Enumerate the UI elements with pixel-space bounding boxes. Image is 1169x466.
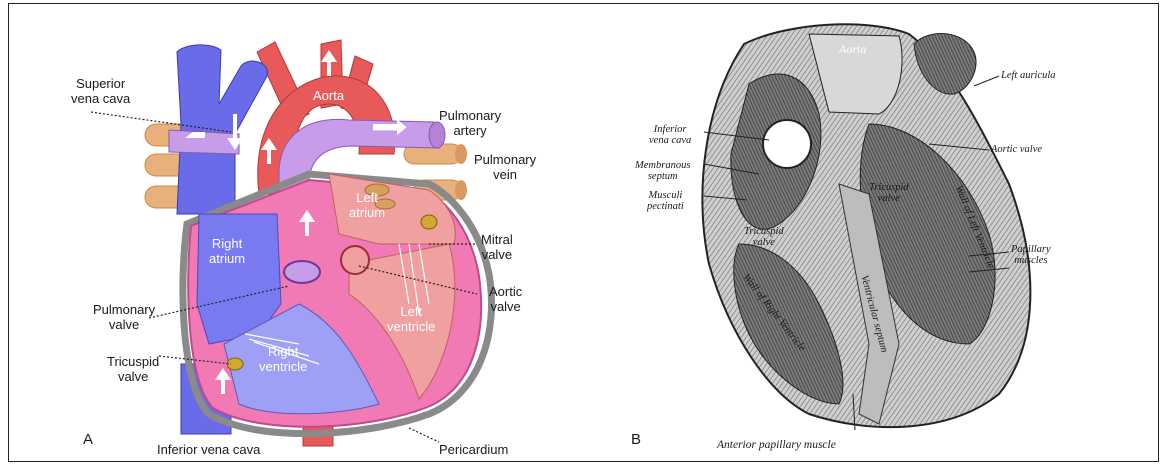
label-left-ventricle: Left ventricle: [387, 304, 435, 334]
label-pulmonary-artery: Pulmonary artery: [439, 108, 501, 138]
aortic-arch: [257, 40, 395, 194]
engraving-label-papillary-muscles: Papillary muscles: [1011, 244, 1051, 266]
label-tricuspid-valve: Tricuspid valve: [107, 354, 159, 384]
label-right-atrium: Right atrium: [209, 236, 245, 266]
heart-engraving-svg: [569, 4, 1160, 463]
label-inferior-vena-cava: Inferior vena cava: [157, 442, 260, 457]
engraving-label-aorta: Aorta: [839, 44, 866, 55]
engraving-label-anterior-papillary-muscle: Anterior papillary muscle: [717, 440, 836, 451]
engraving-label-aortic-valve: Aortic valve: [991, 144, 1042, 155]
engraving-label-tricuspid-valve-2: Tricuspid valve: [869, 182, 909, 204]
engraving-label-membranous-septum: Membranous septum: [635, 160, 690, 182]
inferior-vena-cava-opening: [763, 120, 811, 168]
label-aortic-valve: Aortic valve: [489, 284, 522, 314]
panel-a-heart-diagram: Superior vena cava Aorta Pulmonary arter…: [9, 4, 569, 463]
tricuspid-valve-shape: [227, 358, 243, 370]
panel-letter-b: B: [631, 432, 641, 447]
mitral-valve-shape: [421, 215, 437, 229]
label-left-atrium: Left atrium: [349, 190, 385, 220]
aortic-valve-shape: [341, 246, 369, 274]
label-pericardium: Pericardium: [439, 442, 508, 457]
label-mitral-valve: Mitral valve: [481, 232, 513, 262]
engraving-label-left-auricula: Left auricula: [1001, 70, 1056, 81]
engraving-label-inferior-vena-cava: Inferior vena cava: [649, 124, 691, 146]
pulmonary-valve-shape: [284, 261, 320, 283]
label-pulmonary-vein: Pulmonary vein: [474, 152, 536, 182]
label-right-ventricle: Right ventricle: [259, 344, 307, 374]
figure-frame: Superior vena cava Aorta Pulmonary arter…: [8, 3, 1159, 462]
label-superior-vena-cava: Superior vena cava: [71, 76, 130, 106]
panel-letter-a: A: [83, 432, 93, 447]
engraving-label-musculi-pectinati: Musculi pectinati: [647, 190, 684, 212]
engraving-label-tricuspid-valve-1: Tricuspid valve: [744, 226, 784, 248]
panel-b-anatomical-engraving: Aorta Left auricula Inferior vena cava A…: [569, 4, 1160, 463]
label-pulmonary-valve: Pulmonary valve: [93, 302, 155, 332]
label-aorta: Aorta: [313, 88, 344, 103]
